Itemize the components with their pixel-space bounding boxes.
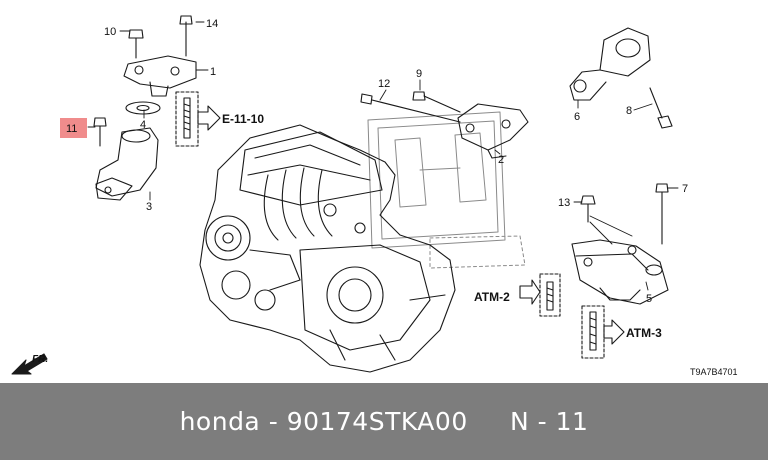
honda-watermark-logo [367, 111, 526, 269]
washer-4 [125, 101, 161, 115]
callout-3: 3 [146, 201, 152, 213]
bolt-7 [655, 183, 669, 245]
engine-mount-3 [95, 127, 159, 201]
ref-arrows [197, 105, 625, 345]
torque-rod-6 [569, 27, 651, 101]
front-label: FR. [32, 354, 48, 365]
bolt-8 [649, 87, 673, 129]
bolt-11 [93, 117, 107, 147]
separator: - [260, 407, 287, 436]
mount-bracket-1 [123, 15, 197, 97]
callout-7: 7 [682, 183, 688, 195]
parts-diagram: 10 14 1 4 11 3 12 9 2 6 8 13 7 5 E-11-10… [11, 15, 738, 377]
bolt-9 [412, 91, 461, 113]
ref-e-11-10: E-11-10 [222, 112, 264, 126]
part-footer: honda - 90174STKA00 N - 11 [0, 383, 768, 460]
mount-bracket-2 [457, 103, 529, 159]
stud-atm3 [581, 305, 605, 359]
spacer [468, 407, 510, 436]
callout-10: 10 [104, 26, 116, 38]
stud-e1110 [175, 91, 199, 147]
exploded-view: 10 14 1 4 11 3 12 9 2 6 8 13 7 5 E-11-10… [11, 15, 738, 377]
transmission-mount-5 [571, 239, 669, 305]
callout-5: 5 [646, 293, 652, 305]
ref-atm-2: ATM-2 [474, 290, 510, 304]
callout-6: 6 [574, 111, 580, 123]
callout-11: 11 [66, 123, 77, 135]
callout-4: 4 [140, 119, 146, 131]
callout-1: 1 [210, 66, 216, 78]
callout-2: 2 [498, 154, 504, 166]
callout-8: 8 [626, 105, 632, 117]
diagram-code: T9A7B4701 [690, 367, 738, 377]
bolt-12 [360, 93, 461, 123]
bolt-10 [128, 29, 144, 59]
callout-12: 12 [378, 78, 390, 90]
part-number: 90174STKA00 [286, 407, 468, 436]
highlight-box [60, 118, 87, 138]
stud-atm2 [539, 273, 561, 317]
front-arrow-icon [11, 353, 48, 375]
callout-14: 14 [206, 18, 218, 30]
nut-13 [580, 195, 596, 223]
leader-lines [87, 21, 679, 291]
callout-13: 13 [558, 197, 570, 209]
engine-block [199, 124, 456, 373]
position-label: N - 11 [509, 407, 589, 436]
ref-atm-3: ATM-3 [626, 326, 662, 340]
brand-name: honda [179, 407, 261, 436]
callout-9: 9 [416, 68, 422, 80]
